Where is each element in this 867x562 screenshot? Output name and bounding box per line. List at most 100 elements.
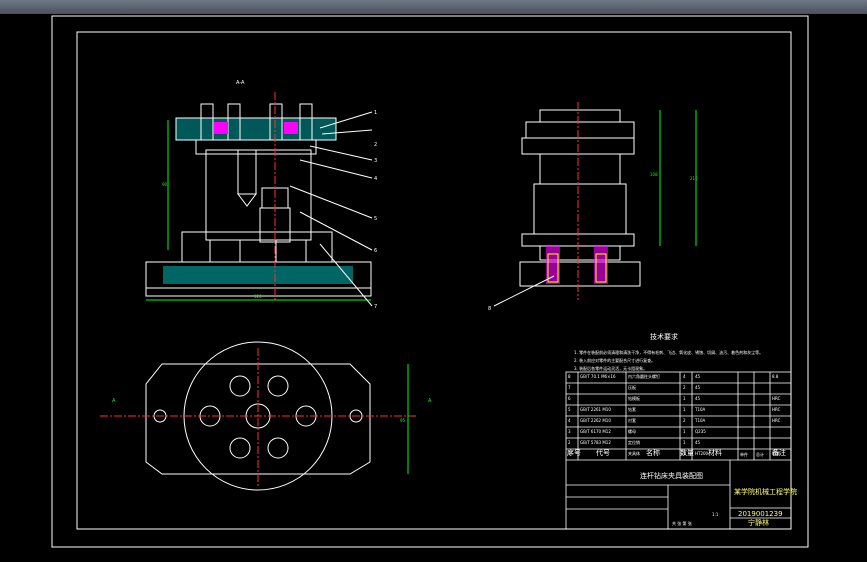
bom-cell: 1 (683, 429, 686, 434)
bom-header: 数量 (680, 449, 694, 457)
drawing-stroke: A (428, 398, 432, 404)
author: 宁静林 (748, 519, 769, 527)
bom-cell: 1 (683, 407, 686, 412)
drawing-stroke (299, 159, 373, 179)
bom-cell: T10A (695, 407, 706, 412)
drawing-stroke: 120 (254, 294, 262, 299)
drawing-stroke (319, 243, 373, 307)
drawing-stroke (546, 246, 560, 284)
bom-cell: 45 (695, 385, 701, 390)
base-hatch (163, 266, 353, 284)
body-upper (205, 149, 312, 241)
title-block-grid (565, 371, 792, 530)
bom-cell: 2 (683, 385, 686, 390)
scale: 1:1 (712, 512, 719, 517)
base-foot (145, 287, 372, 297)
bolt-right (299, 103, 313, 141)
bom-cell: HRC (772, 418, 781, 423)
bom-cell: 45 (695, 396, 701, 401)
bom-cell: 7 (568, 385, 571, 390)
drawing-stroke: 95 (400, 418, 406, 423)
drawing-sheet: A-A (51, 15, 809, 548)
bom-header: 材料 (708, 449, 722, 457)
drawing-stroke (237, 193, 257, 207)
drawing-stroke (539, 109, 621, 123)
bom-cell: GB/T 2261 M10 (580, 407, 611, 412)
bom-header: 备注 (772, 449, 786, 457)
bom-cell: GB/T 6170 M12 (580, 429, 611, 434)
balloon-2: 2 (374, 142, 377, 148)
drawing-stroke: 108 (650, 172, 658, 177)
balloon-5: 5 (374, 216, 377, 222)
bom-cell: 45 (695, 374, 701, 379)
bom-cell: 3 (568, 429, 571, 434)
drawing-stroke (237, 149, 257, 195)
balloon-7: 7 (374, 304, 377, 310)
note-3: 3. 装配后各零件运动灵活，无卡阻现象。 (574, 366, 648, 371)
drawing-stroke: A (112, 398, 116, 404)
drawing-stroke: 210 (690, 176, 698, 181)
bom-cell: 钻套 (628, 407, 636, 412)
bolt-left (200, 103, 214, 141)
balloon-1: 1 (374, 110, 377, 116)
bom-cell: 内六角圆柱头螺钉 (628, 374, 660, 379)
balloon-6: 6 (374, 248, 377, 254)
bom-cell: 5 (568, 407, 571, 412)
bom-header: 单件 (740, 452, 748, 457)
bom-cell: GB/T 5783 M12 (580, 440, 611, 445)
bom-header: 总计 (756, 452, 764, 457)
bushing-left (214, 122, 228, 134)
sheet-inner-border (76, 31, 792, 530)
note-2: 2. 装入前应对零件的主要配合尺寸进行复查。 (574, 358, 656, 363)
drawing-name: 连杆钻床夹具装配图 (640, 472, 703, 480)
toolbar-strip (0, 0, 867, 14)
drawing-stroke (319, 111, 373, 129)
bom-cell: 衬套 (628, 418, 636, 423)
top-view: 95 A A (100, 341, 432, 491)
bom-cell: 定位销 (628, 440, 640, 445)
bom-cell: 1 (683, 440, 686, 445)
drawing-stroke (145, 363, 371, 475)
drawing-stroke (565, 371, 792, 530)
drawing-stroke (275, 239, 307, 263)
drawing-number: 2019001239 (738, 510, 783, 518)
bushing-right (284, 122, 298, 134)
drawing-stroke (595, 253, 607, 283)
bom-cell: 钻模板 (628, 396, 640, 401)
bom-cell: 8.8 (772, 374, 779, 379)
drawing-stroke (289, 185, 373, 219)
bom-header: 序号 (567, 449, 581, 457)
balloon-4: 4 (374, 176, 377, 182)
bom-cell: T10A (695, 418, 706, 423)
drawing-stroke (539, 153, 621, 185)
bom-cell: 1 (683, 451, 686, 456)
bom-cell: GB/T 2262 M10 (580, 418, 611, 423)
sheet-outer-border (51, 15, 809, 548)
bom-cell: HRC (772, 407, 781, 412)
bom-cell: HRC (772, 396, 781, 401)
note-1: 1. 零件在装配前必须清理和清洗干净，不得有毛刺、飞边、氧化皮、锈蚀、切屑、油污… (574, 350, 764, 355)
notes-title: 技术要求 (650, 333, 678, 341)
drawing-stroke (533, 183, 627, 235)
drawing-stroke (547, 253, 559, 283)
bom-cell: 压板 (628, 385, 636, 390)
bom-header: 代号 (596, 449, 610, 457)
drawing-stroke (267, 375, 289, 397)
bom-cell: 夹具体 (628, 451, 640, 456)
section-title: A-A (236, 80, 245, 86)
drawing-stroke (229, 437, 251, 459)
drawing-stroke (309, 145, 373, 161)
bom-cell: 1 (568, 451, 571, 456)
drawing-canvas[interactable]: A-A (0, 14, 867, 562)
bom-cell: 螺母 (628, 429, 636, 434)
bom-cell: 4 (683, 374, 686, 379)
bom-cell: GB/T 70.1 M6×16 (580, 374, 616, 379)
front-section-view: A-A (145, 80, 373, 307)
bom-cell: 时效 (772, 451, 780, 456)
drawing-stroke (525, 121, 635, 139)
drawing-stroke (539, 245, 621, 261)
drawing-stroke (267, 437, 289, 459)
bom-cell: 2 (568, 440, 571, 445)
bom-cell: 2 (683, 418, 686, 423)
